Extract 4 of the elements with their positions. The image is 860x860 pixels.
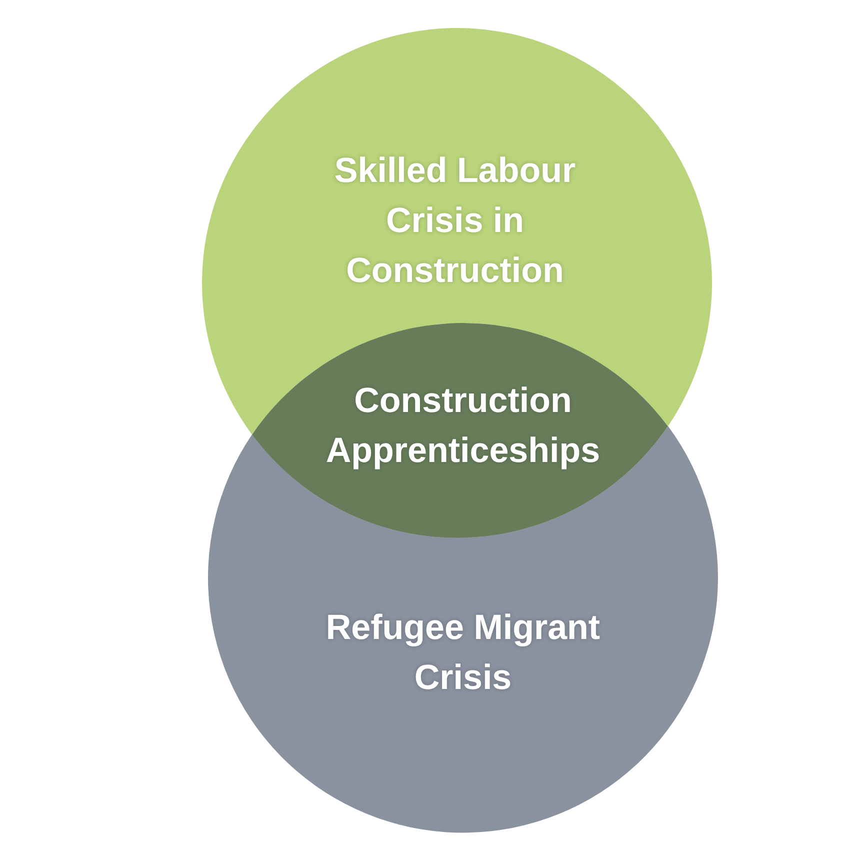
crescent-region (208, 426, 718, 833)
region-label: Refugee Migrant Crisis (324, 606, 602, 699)
overlap-label: Construction Apprenticeships (324, 380, 602, 472)
region-label: Skilled Labour Crisis in Construction (333, 150, 577, 292)
